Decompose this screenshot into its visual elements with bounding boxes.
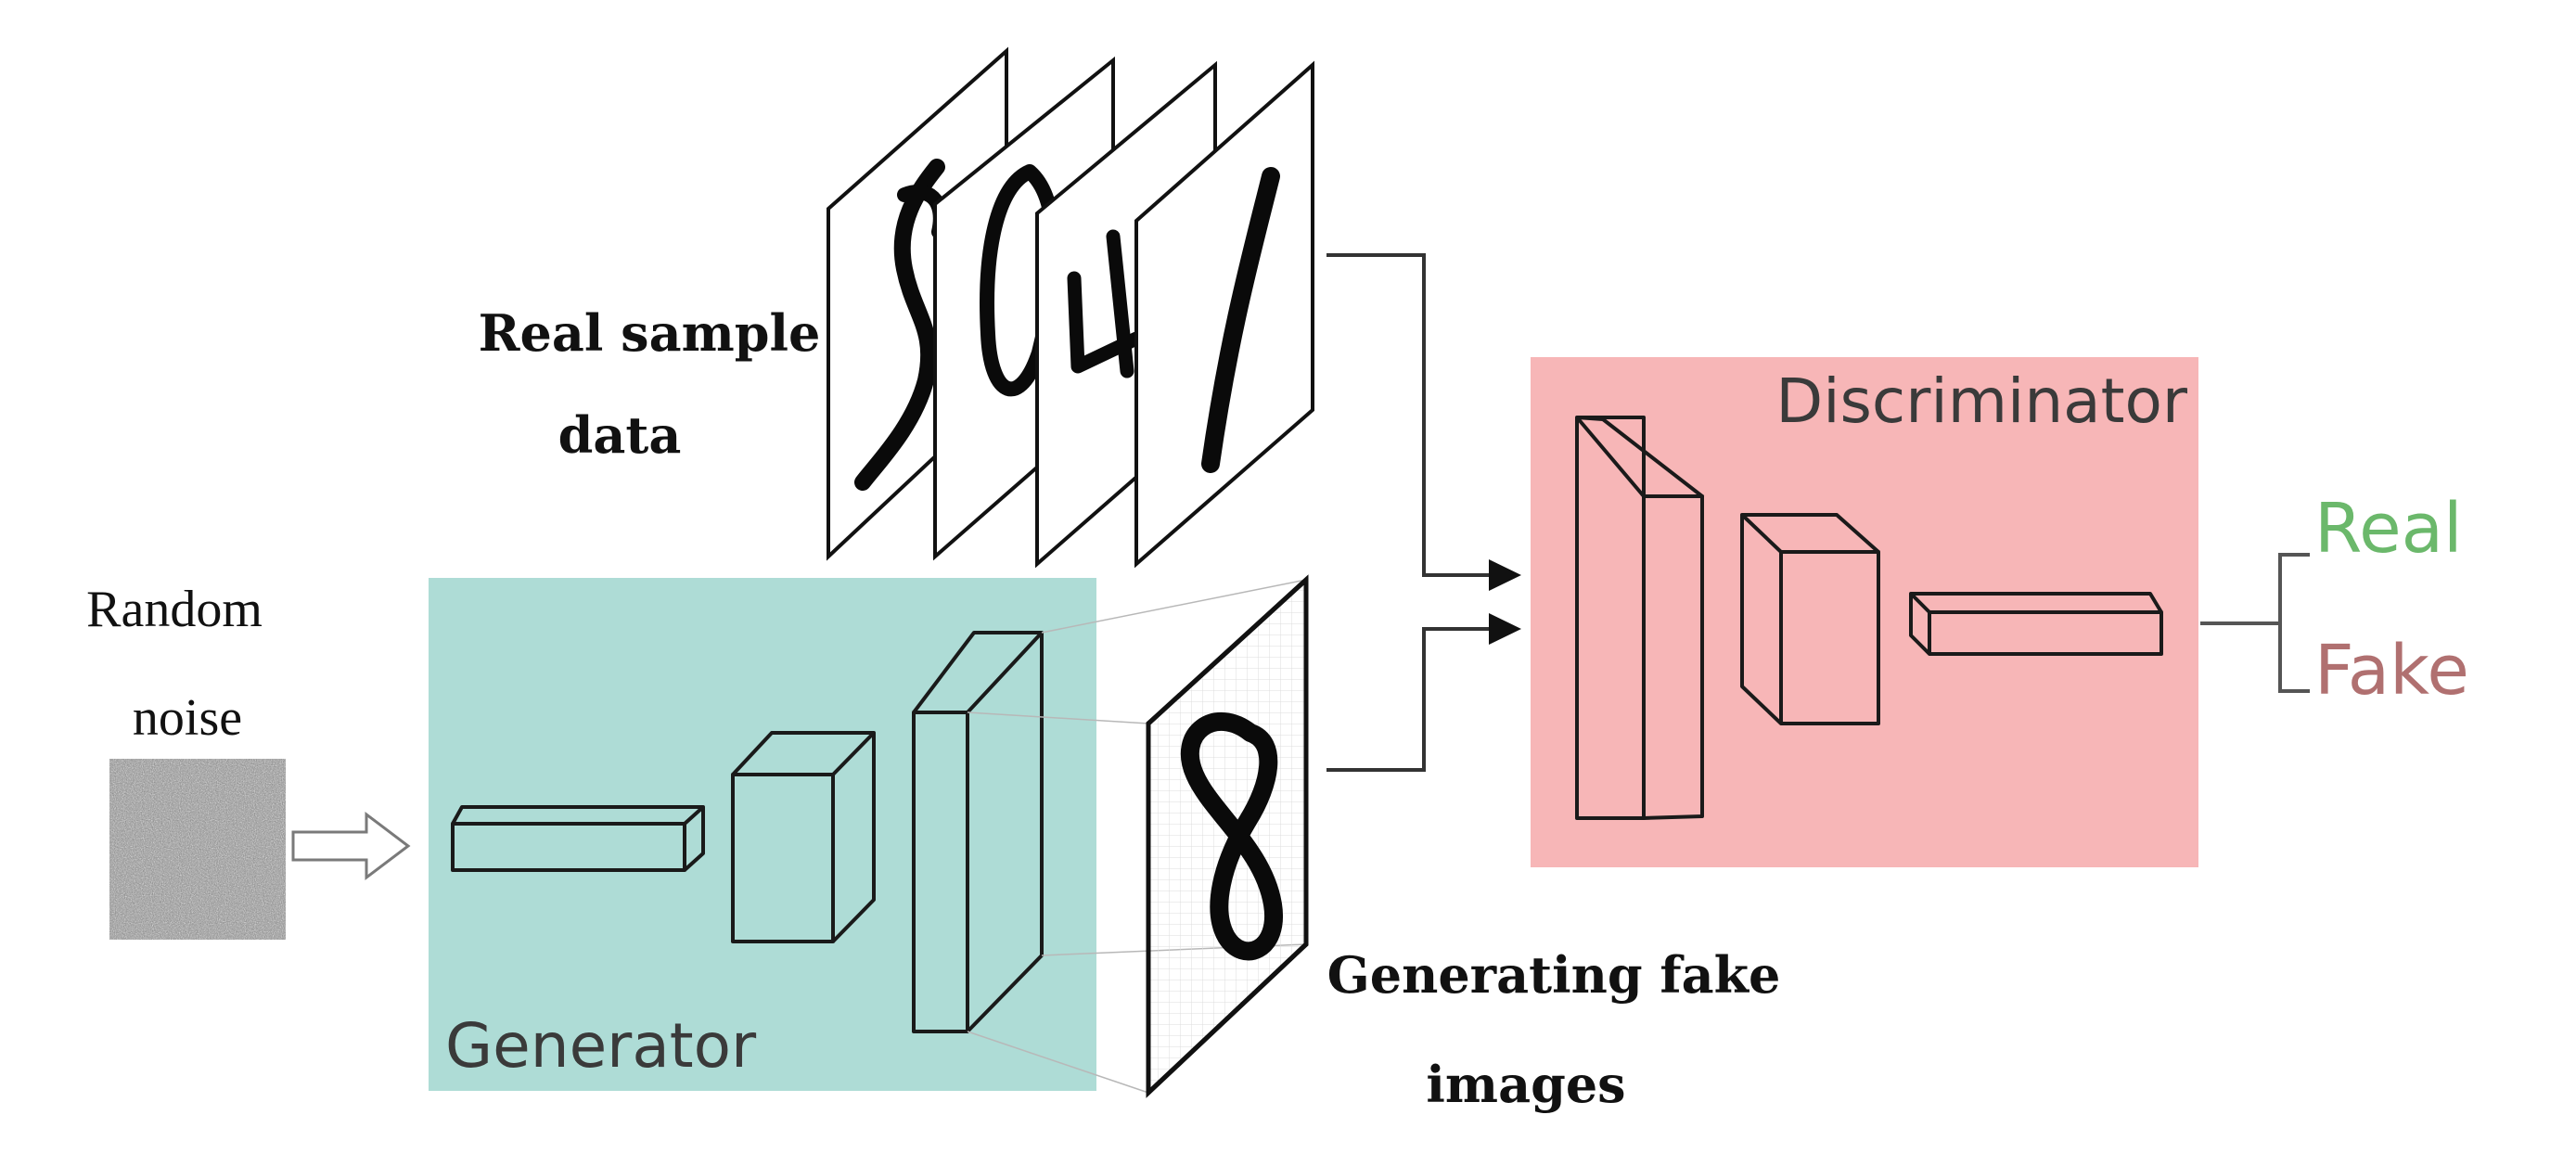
generator-layer-1 [451,805,705,872]
arrowhead-fake-icon [1489,613,1521,645]
arrowhead-real-icon [1489,559,1521,591]
fake-image [1146,574,1309,1098]
generating-fake-label-line1: Generating fake [1327,945,1781,1005]
real-sample-label-line1: Real sample [479,303,821,363]
random-noise-label-line2: noise [133,689,242,747]
connectors [1326,253,1521,772]
discriminator-layer-2 [1740,513,1880,725]
real-sample-sheet-4 [1134,60,1314,569]
discriminator-block: Discriminator [1531,357,2198,867]
discriminator-layer-3 [1909,592,2163,656]
generator-block: Generator [429,578,1096,1091]
output-branch: Real Fake [2200,489,2469,711]
random-noise-label-line1: Random [86,581,263,638]
generator-layer-2 [731,731,876,943]
hollow-right-arrow-icon [291,811,411,881]
generator-label: Generator [445,1010,757,1082]
generator-background [429,578,1096,1091]
real-sample-images [827,46,1314,569]
discriminator-label: Discriminator [1775,365,2187,437]
generating-fake-label-line2: images [1426,1055,1625,1114]
output-real-label: Real [2314,489,2463,569]
output-fake-label: Fake [2314,631,2469,711]
discriminator-layer-1 [1575,416,1704,820]
noise-patch-icon [109,759,286,940]
real-sample-label-line2: data [558,405,682,465]
random-noise-group: Random noise [86,581,411,940]
